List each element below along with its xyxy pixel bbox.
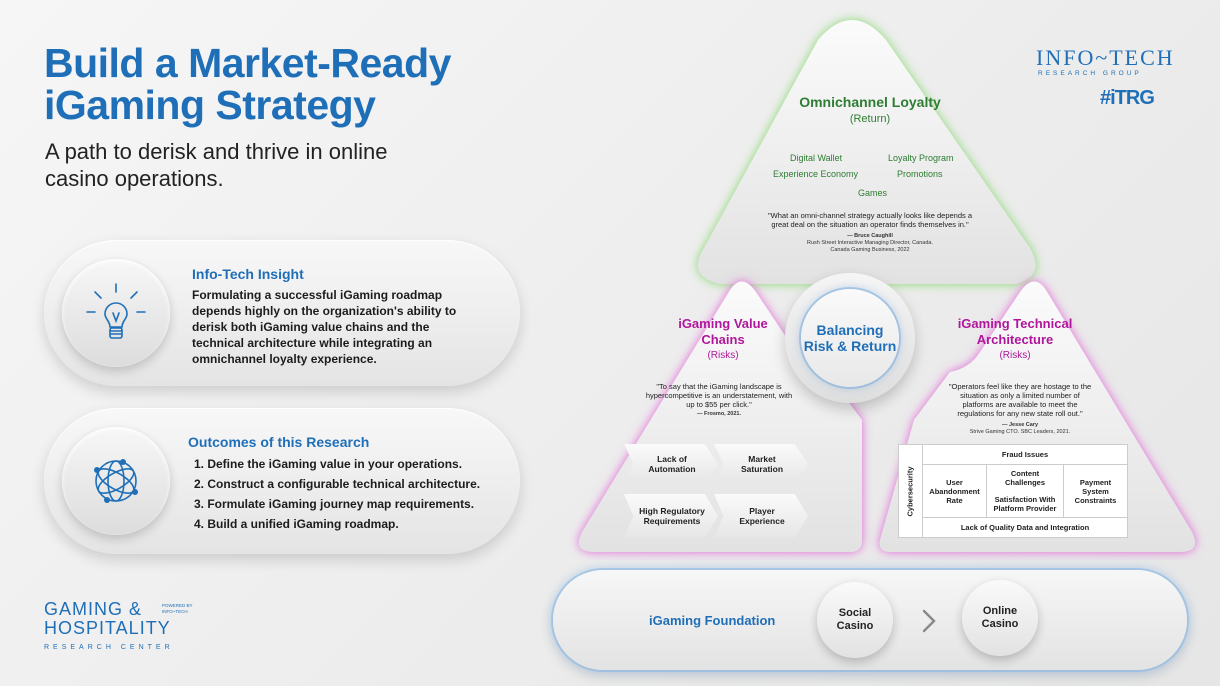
page-title: Build a Market-Ready iGaming Strategy xyxy=(44,40,451,128)
chevron-market-saturation: Market Saturation xyxy=(714,444,808,484)
tag-games: Games xyxy=(858,188,888,198)
chevron-right-icon xyxy=(919,608,939,639)
insight-text: Formulating a successful iGaming roadmap… xyxy=(192,288,457,366)
omnichannel-title: Omnichannel Loyalty (Return) xyxy=(790,94,950,128)
tech-architecture-cite-name: — Jesse Cary xyxy=(1001,422,1039,428)
infotech-logo: INFO~TECH xyxy=(1036,45,1175,70)
tech-architecture-subtitle: (Risks) xyxy=(999,350,1031,361)
tag-digital-wallet: Digital Wallet xyxy=(790,153,843,163)
list-item: 4. Build a unified iGaming roadmap. xyxy=(194,517,399,531)
omnichannel-cite-source: Canada Gaming Business, 2022 xyxy=(830,247,910,253)
gaming-hospitality-logo: GAMING & HOSPITALITY RESEARCH CENTER xyxy=(44,599,204,652)
list-item: 3. Formulate iGaming journey map require… xyxy=(194,497,475,511)
lightbulb-icon xyxy=(62,259,170,367)
fraud-cell: Fraud Issues xyxy=(923,445,1127,465)
logo-line2: HOSPITALITY xyxy=(44,618,171,638)
cybersecurity-label: Cybersecurity xyxy=(906,465,915,517)
list-item: 2. Construct a configurable technical ar… xyxy=(194,477,481,491)
omnichannel-subtitle: (Return) xyxy=(849,113,891,125)
omnichannel-cite-role: Rush Street Interactive Managing Directo… xyxy=(807,240,933,246)
omnichannel-cite-name: — Bruce Caughill xyxy=(847,233,893,239)
foundation-label: iGaming Foundation xyxy=(649,613,776,628)
insight-heading: Info-Tech Insight xyxy=(192,266,304,282)
value-chains-title-text: iGaming Value Chains xyxy=(678,316,768,347)
globe-network-icon xyxy=(62,427,170,535)
value-chains-subtitle: (Risks) xyxy=(707,350,739,361)
online-casino-circle: Online Casino xyxy=(962,580,1038,656)
logo-line1: GAMING & xyxy=(44,599,143,619)
data-integration-cell: Lack of Quality Data and Integration xyxy=(923,517,1127,537)
top-triangle-shape xyxy=(697,20,1036,284)
outcomes-panel: Outcomes of this Research 1. Define the … xyxy=(44,408,520,554)
value-chains-cite: — Frosmo, 2021. xyxy=(696,411,742,417)
center-circle: Balancing Risk & Return xyxy=(785,273,915,403)
user-abandonment-cell: User Abandonment Rate xyxy=(923,465,987,517)
tech-architecture-title-text: iGaming Technical Architecture xyxy=(957,316,1073,347)
infotech-sub: RESEARCH GROUP xyxy=(1038,70,1142,77)
outcomes-list: 1. Define the iGaming value in your oper… xyxy=(194,454,504,534)
satisfaction-cell: Satisfaction With Platform Provider xyxy=(993,495,1057,513)
tag-loyalty-program: Loyalty Program xyxy=(888,153,954,163)
outcomes-heading: Outcomes of this Research xyxy=(188,434,370,450)
tech-architecture-cite-role: Strive Gaming CTO. SBC Leaders, 2021. xyxy=(969,429,1071,435)
chevron-player-experience: Player Experience xyxy=(714,494,808,538)
logo-sub: RESEARCH CENTER xyxy=(44,644,174,651)
value-chains-title: iGaming Value Chains (Risks) xyxy=(665,316,781,364)
chevron-lack-of-automation: Lack of Automation xyxy=(624,444,718,484)
social-casino-circle: Social Casino xyxy=(817,582,893,658)
list-item: 1. Define the iGaming value in your oper… xyxy=(194,457,463,471)
balancing-label: Balancing Risk & Return xyxy=(801,289,899,387)
omnichannel-quote: "What an omni-channel strategy actually … xyxy=(767,211,973,229)
chevron-high-regulatory: High Regulatory Requirements xyxy=(624,494,718,538)
powered-by-label: POWERED BY INFO~TECH xyxy=(162,603,193,614)
tag-promotions: Promotions xyxy=(897,169,943,179)
payment-cell: Payment System Constraints xyxy=(1063,465,1127,517)
content-challenges-cell: Content Challenges xyxy=(1004,469,1045,487)
page-subtitle: A path to derisk and thrive in online ca… xyxy=(45,139,388,191)
tech-architecture-title: iGaming Technical Architecture (Risks) xyxy=(955,316,1075,364)
omnichannel-title-text: Omnichannel Loyalty xyxy=(799,94,941,110)
risk-table: Cybersecurity Fraud Issues User Abandonm… xyxy=(898,444,1128,538)
tag-experience-economy: Experience Economy xyxy=(773,169,859,179)
tech-architecture-quote: "Operators feel like they are hostage to… xyxy=(948,382,1092,418)
foundation-bar: iGaming Foundation Social Casino Online … xyxy=(553,570,1187,670)
cybersecurity-cell: Cybersecurity xyxy=(899,445,923,537)
value-chains-quote: "To say that the iGaming landscape is hy… xyxy=(645,382,793,409)
insight-panel: Info-Tech Insight Formulating a successf… xyxy=(44,240,520,386)
itrg-tag: #iTRG xyxy=(1100,87,1155,109)
